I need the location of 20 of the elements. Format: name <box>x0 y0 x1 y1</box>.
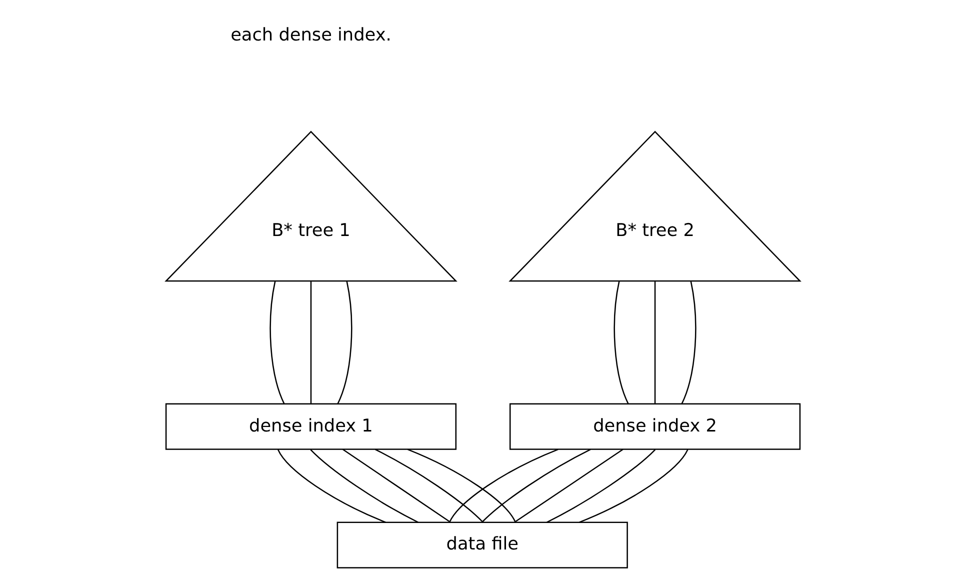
connector <box>310 281 312 404</box>
connector <box>614 281 629 404</box>
connector <box>514 448 624 523</box>
connector <box>374 448 484 522</box>
connector <box>342 448 450 523</box>
connector <box>278 449 386 523</box>
connector <box>546 449 656 523</box>
connector <box>579 449 688 523</box>
node-box: data file <box>336 522 628 568</box>
connector <box>482 448 591 522</box>
node-box: dense index 1 <box>165 403 457 450</box>
connector <box>654 281 656 404</box>
connector <box>337 281 352 404</box>
connector <box>681 281 696 404</box>
connector <box>449 448 558 522</box>
connector <box>310 449 418 523</box>
connector <box>407 448 516 522</box>
connector <box>270 281 285 404</box>
node-box: dense index 2 <box>509 403 801 450</box>
label: each dense index. <box>230 26 392 46</box>
